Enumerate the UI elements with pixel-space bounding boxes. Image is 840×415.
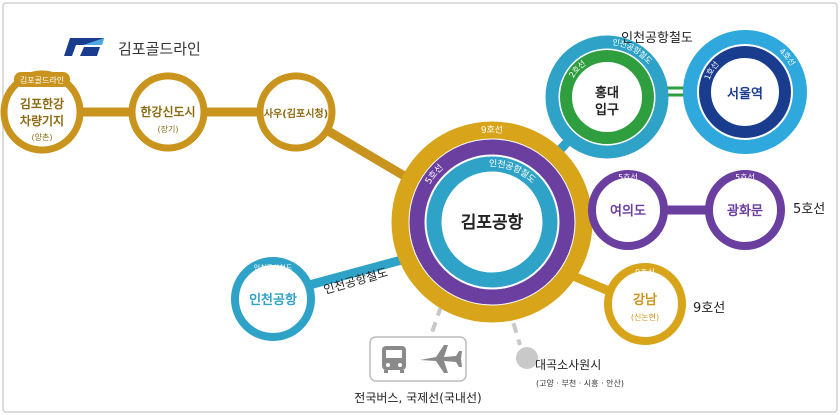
station-sau[interactable]: 사우(김포시청) <box>256 72 336 152</box>
station-yangchon-name2: 차량기지 <box>20 113 64 128</box>
top-airport-rail-label: 인천공항철도 <box>621 31 693 46</box>
station-gangnam-tag: 9호선 <box>635 268 655 277</box>
station-seoul-name: 서울역 <box>727 86 763 102</box>
station-incheon-name: 인천공항 <box>249 292 297 308</box>
station-hongdae[interactable]: 인천공항철도 2호선 홍대 입구 <box>545 35 669 159</box>
line9-label: 9호선 <box>693 301 725 316</box>
station-hongdae-name2: 입구 <box>595 103 619 118</box>
station-gwanghwamun-tag: 5호선 <box>735 173 755 182</box>
station-gwanghwamun-name: 광화문 <box>727 203 763 219</box>
station-daegok-name: 대곡소사원시 <box>535 358 601 372</box>
station-seoul[interactable]: 4호선 1호선 서울역 <box>683 30 807 154</box>
station-gangnam-name: 강남 <box>633 292 657 308</box>
station-gimpo-airport[interactable]: 9호선 5호선 인천공항철도 김포공항 <box>391 121 593 323</box>
station-gimpo-name: 김포공항 <box>461 212 524 233</box>
station-yeouido-tag: 5호선 <box>618 173 638 182</box>
station-incheon-airport[interactable]: 인천공항철도 인천공항 <box>231 257 315 341</box>
bus-icon <box>382 346 406 373</box>
station-hangang-name: 한강신도시 <box>140 104 195 119</box>
gimpo-ring-line9: 9호선 <box>481 124 504 136</box>
daegok-dashed-line <box>492 257 522 346</box>
station-yangchon-name1: 김포한강 <box>20 96 64 111</box>
station-yangchon-sub: (양촌) <box>32 133 53 142</box>
brand-name: 김포골드라인 <box>118 40 201 58</box>
station-incheon-tag: 인천공항철도 <box>254 263 293 272</box>
station-gwanghwamun[interactable]: 5호선 광화문 <box>705 170 785 250</box>
station-yangchon[interactable]: 김포골드라인 김포한강 차량기지 (양촌) <box>0 70 84 154</box>
station-daegok-sub: (고양 · 부천 · 시흥 · 안산) <box>536 378 624 388</box>
station-yeouido-name: 여의도 <box>610 203 646 219</box>
station-hangang[interactable]: 한강신도시 (장기) <box>128 72 208 152</box>
airplane-icon <box>420 345 462 373</box>
station-hangang-sub: (장기) <box>158 124 179 134</box>
line5-label: 5호선 <box>793 202 825 217</box>
station-hongdae-name1: 홍대 <box>595 85 619 101</box>
station-sau-name: 사우(김포시청) <box>264 107 328 120</box>
gimpo-goldline-logo-icon <box>64 38 104 56</box>
station-gangnam[interactable]: 9호선 강남 (신논현) <box>604 263 686 345</box>
transfer-label: 전국버스, 국제선(국내선) <box>354 391 481 405</box>
station-gangnam-sub: (신논현) <box>631 313 659 322</box>
station-daegok[interactable]: 대곡소사원시 (고양 · 부천 · 시흥 · 안산) <box>516 347 624 388</box>
station-yangchon-tag: 김포골드라인 <box>20 75 64 85</box>
transfer-box <box>369 336 467 382</box>
station-yeouido[interactable]: 5호선 여의도 <box>588 170 668 250</box>
